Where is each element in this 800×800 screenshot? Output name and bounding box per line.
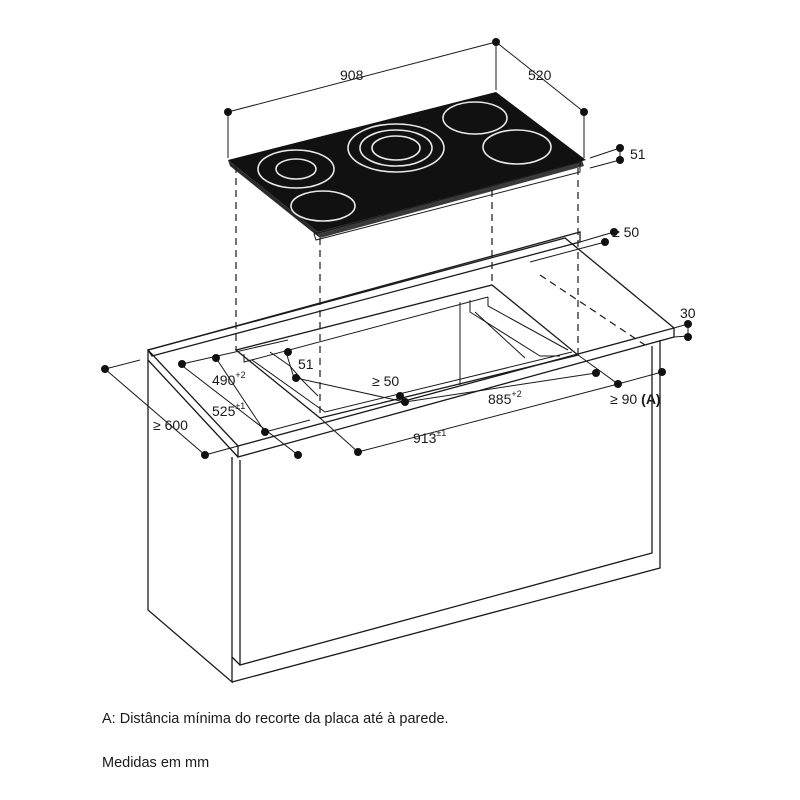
dim-dot xyxy=(261,428,269,436)
cutout-offset-value: 525 xyxy=(212,403,236,419)
cooktop-glass-surface xyxy=(228,92,586,232)
dim-dot xyxy=(601,238,609,246)
dimension-labels: 908 520 51 ≥ 50 30 490+2 51 525±1 ≥ 600 … xyxy=(153,67,696,446)
dim-dot xyxy=(294,451,302,459)
label-cabinet-depth: ≥ 600 xyxy=(153,417,188,433)
zone-left-rear xyxy=(257,149,335,189)
dim-dot xyxy=(212,354,220,362)
dim-dot xyxy=(592,369,600,377)
dim-dot xyxy=(292,374,300,382)
dim-dot xyxy=(616,144,624,152)
cabinet-plinth xyxy=(231,656,241,666)
dim-dot xyxy=(658,368,666,376)
cooktop-side-edge xyxy=(228,160,320,238)
label-worktop-thickness: 30 xyxy=(680,305,696,321)
dimension-lines xyxy=(104,41,689,456)
cooktop-trim xyxy=(313,161,581,241)
label-hob-height: 51 xyxy=(630,146,646,162)
label-cutout-width: 885+2 xyxy=(488,389,522,407)
outer-width-tolerance: ±1 xyxy=(436,428,446,438)
dim-dot xyxy=(178,360,186,368)
dim-dot xyxy=(492,38,500,46)
cutout-depth-value: 490 xyxy=(212,372,236,388)
cabinet xyxy=(147,340,661,684)
dim-dot xyxy=(354,448,362,456)
wall-distance-marker: (A) xyxy=(641,391,660,407)
dim-dot xyxy=(401,398,409,406)
cutout-offset-tolerance: ±1 xyxy=(235,401,245,411)
label-wall-distance: ≥ 90(A) xyxy=(610,391,661,407)
label-drop-depth: 51 xyxy=(298,356,314,372)
zone-center xyxy=(347,123,445,173)
label-hob-depth: 520 xyxy=(528,67,552,83)
units-note: Medidas em mm xyxy=(102,755,210,771)
zone-center-mid xyxy=(359,129,433,167)
cutout-width-value: 885 xyxy=(488,391,512,407)
dim-dot xyxy=(614,380,622,388)
zone-left-rear-inner xyxy=(275,158,317,180)
cabinet-front xyxy=(231,340,661,683)
label-outer-width: 913±1 xyxy=(413,428,446,446)
worktop xyxy=(146,231,676,458)
dim-dot xyxy=(224,108,232,116)
zone-center-inner xyxy=(371,135,421,161)
projection-lines xyxy=(235,166,646,416)
dim-dot xyxy=(396,392,404,400)
dim-dot xyxy=(580,108,588,116)
zone-right-front xyxy=(482,129,552,165)
cutout-width-tolerance: +2 xyxy=(511,389,521,399)
cooking-zones xyxy=(257,101,552,222)
zone-right-rear xyxy=(442,101,508,135)
label-cutout-offset: 525±1 xyxy=(212,401,245,419)
dim-dot xyxy=(284,348,292,356)
label-front-clearance: ≥ 50 xyxy=(372,373,399,389)
dim-dot xyxy=(101,365,109,373)
dim-dot xyxy=(684,333,692,341)
label-rear-clearance: ≥ 50 xyxy=(612,224,639,240)
label-hob-width: 908 xyxy=(340,67,364,83)
legend-note-a: A: Distância mínima do recorte da placa … xyxy=(102,711,449,727)
dim-dot xyxy=(610,228,618,236)
dim-dot xyxy=(201,451,209,459)
dim-dot xyxy=(616,156,624,164)
cutout xyxy=(234,284,580,419)
cutout-depth-tolerance: +2 xyxy=(235,370,245,380)
backsplash-edge xyxy=(146,231,581,357)
cooktop-front-edge xyxy=(318,160,584,238)
dimension-dots xyxy=(101,38,692,459)
cabinet-side xyxy=(147,360,233,684)
cabinet-door xyxy=(239,346,653,666)
zone-left-front xyxy=(290,190,356,222)
wall-distance-value: ≥ 90 xyxy=(610,391,637,407)
dim-dot xyxy=(684,320,692,328)
outer-width-value: 913 xyxy=(413,430,437,446)
label-cutout-depth: 490+2 xyxy=(212,370,246,388)
cooktop xyxy=(228,92,586,241)
